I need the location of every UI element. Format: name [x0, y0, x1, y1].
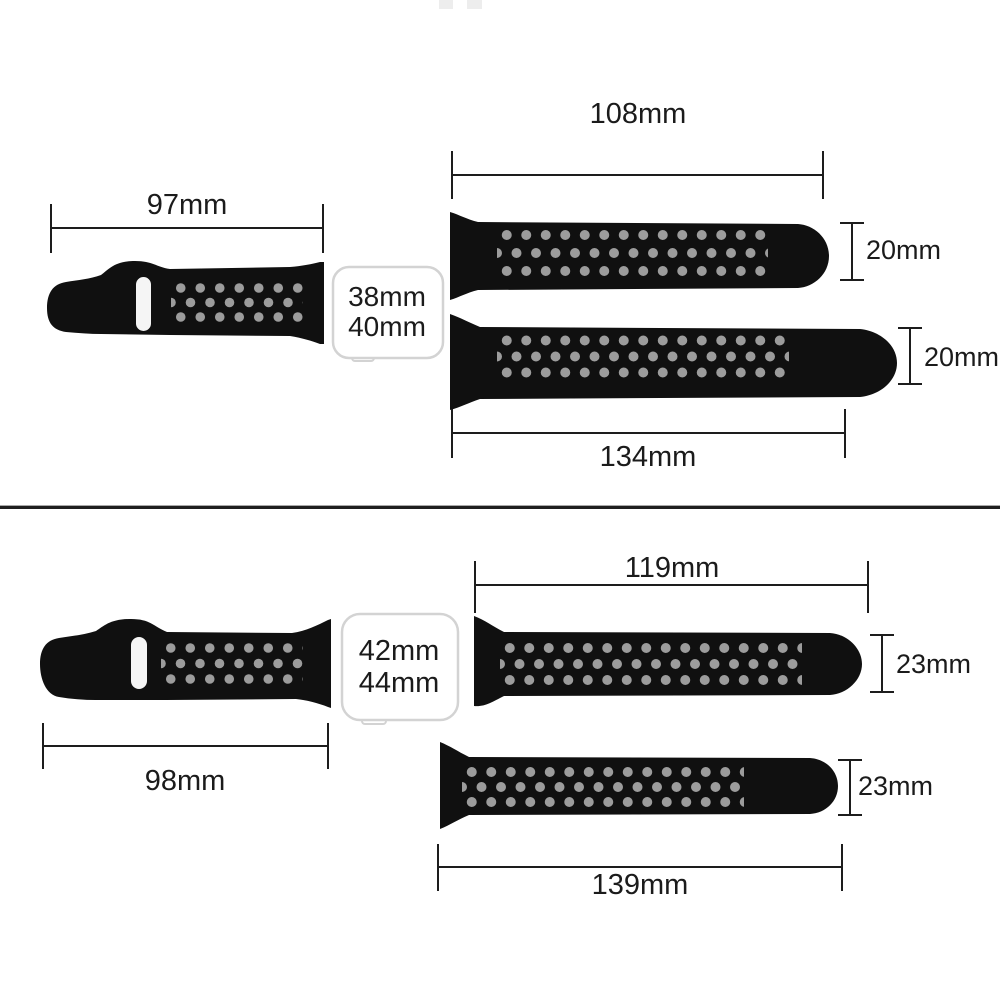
perforations	[171, 282, 303, 323]
long-band-small	[450, 314, 897, 410]
dimension-line-108mm	[451, 151, 824, 199]
perforations	[500, 642, 802, 686]
long-band-width-label: 23mm	[858, 771, 933, 801]
case-size-bottom-label: 44mm	[359, 667, 440, 699]
dimension-line-97mm	[50, 204, 324, 253]
case-size-top-label: 38mm	[348, 281, 426, 312]
dimension-line-139mm	[437, 844, 843, 891]
pin-slot	[131, 637, 147, 689]
buckle-band-large	[40, 619, 331, 708]
dimension-line-98mm	[42, 723, 329, 769]
section-38-40mm: 97mm 38mm 40mm 108mm 20mm 20mm 134mm	[47, 98, 999, 473]
dimension-line-119mm	[474, 561, 869, 613]
buckle-band-small	[47, 261, 324, 344]
perforations	[497, 228, 768, 278]
buckle-band-length-label: 97mm	[147, 189, 228, 221]
perforations	[497, 334, 789, 378]
pin-slot	[136, 277, 151, 331]
long-band-length-label: 134mm	[600, 441, 697, 473]
short-band-length-label: 108mm	[590, 98, 687, 130]
dimension-line-134mm	[451, 409, 846, 458]
photo-edge-artifact	[439, 0, 453, 9]
watch-case-outline	[331, 265, 445, 360]
short-band-large	[474, 616, 862, 707]
short-band-small	[450, 212, 829, 300]
width-bracket-short-band	[840, 222, 864, 281]
width-bracket-short-band	[870, 634, 894, 693]
perforations	[462, 766, 744, 808]
section-divider	[0, 506, 1000, 509]
width-bracket-long-band	[838, 759, 862, 816]
section-divider-shadow	[0, 505, 1000, 506]
short-band-length-label: 119mm	[625, 552, 720, 584]
long-band-width-label: 20mm	[924, 342, 999, 372]
case-size-bottom-label: 40mm	[348, 311, 426, 342]
width-bracket-long-band	[898, 327, 922, 385]
perforations	[161, 642, 303, 684]
watch-case-large: 42mm 44mm	[340, 612, 460, 725]
watch-case-small: 38mm 40mm	[331, 265, 445, 362]
watch-case-outline	[340, 612, 460, 722]
buckle-band-length-label: 98mm	[145, 765, 226, 797]
long-band-length-label: 139mm	[592, 869, 689, 901]
long-band-large	[440, 742, 838, 829]
short-band-width-label: 20mm	[866, 235, 941, 265]
short-band-width-label: 23mm	[896, 649, 971, 679]
section-42-44mm: 98mm 42mm 44mm 119mm 23mm 23mm 139mm	[40, 552, 971, 901]
photo-edge-artifact	[467, 0, 482, 9]
case-size-top-label: 42mm	[359, 635, 440, 667]
